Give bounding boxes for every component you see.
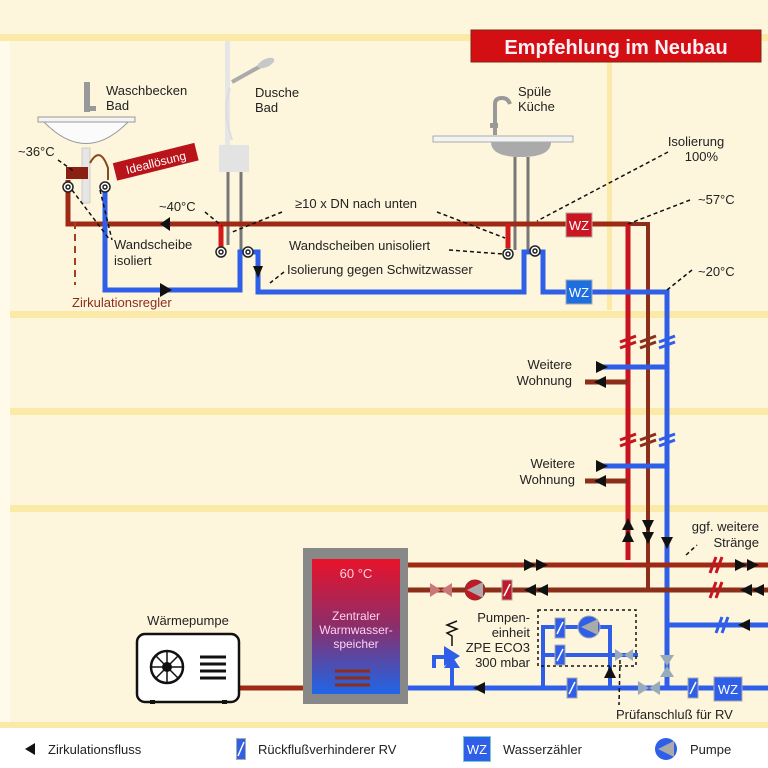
svg-text:~20°C: ~20°C — [698, 264, 735, 279]
svg-text:60 °C: 60 °C — [340, 566, 373, 581]
legend-item-water-meter: WZ Wasserzähler — [463, 736, 582, 762]
water-meter-icon: WZ — [463, 736, 491, 762]
legend: Zirkulationsfluss Rückflußverhinderer RV… — [0, 728, 768, 768]
svg-text:einheit: einheit — [492, 625, 531, 640]
svg-text:Zentraler: Zentraler — [332, 609, 380, 623]
svg-text:~40°C: ~40°C — [159, 199, 196, 214]
svg-text:Warmwasser-: Warmwasser- — [319, 623, 393, 637]
shutoff-valves-cold — [638, 655, 674, 695]
svg-text:WZ: WZ — [718, 682, 738, 697]
svg-text:Isolierung: Isolierung — [668, 134, 724, 149]
check-valve-main — [566, 677, 699, 699]
svg-text:Prüfanschluß für RV: Prüfanschluß für RV — [616, 707, 733, 722]
svg-text:Waschbecken: Waschbecken — [106, 83, 187, 98]
svg-text:~57°C: ~57°C — [698, 192, 735, 207]
svg-text:Wandscheiben unisoliert: Wandscheiben unisoliert — [289, 238, 431, 253]
leader-lines — [57, 151, 698, 706]
legend-label: Wasserzähler — [503, 741, 582, 757]
svg-text:Küche: Küche — [518, 99, 555, 114]
water-meter-cold: WZ — [565, 279, 593, 305]
legend-label: Rückflußverhinderer RV — [258, 741, 397, 757]
legend-label: Zirkulationsfluss — [48, 741, 142, 757]
pump-icon — [654, 737, 678, 761]
svg-text:Bad: Bad — [106, 98, 129, 113]
title-banner: Empfehlung im Neubau — [470, 29, 762, 63]
svg-text:Spüle: Spüle — [518, 84, 551, 99]
water-meter-hot: WZ — [565, 212, 593, 238]
shower-icon — [219, 57, 275, 250]
pipes — [65, 180, 768, 691]
kitchen-sink-icon — [432, 95, 574, 250]
legend-label: Pumpe — [690, 741, 732, 757]
heat-pump-icon — [135, 632, 241, 704]
svg-text:Isolierung gegen Schwitzwasser: Isolierung gegen Schwitzwasser — [287, 262, 473, 277]
check-valve-icon — [236, 738, 246, 760]
svg-text:100%: 100% — [685, 149, 719, 164]
legend-item-circulation: Zirkulationsfluss — [24, 738, 141, 760]
circulation-arrow-icon — [24, 742, 36, 756]
svg-text:300 mbar: 300 mbar — [475, 655, 531, 670]
svg-text:≥10 x DN nach unten: ≥10 x DN nach unten — [295, 196, 417, 211]
svg-text:speicher: speicher — [333, 637, 378, 651]
svg-text:Wohnung: Wohnung — [517, 373, 572, 388]
wall-discs — [62, 181, 541, 260]
svg-text:Weitere: Weitere — [530, 456, 575, 471]
washbasin-icon — [37, 82, 136, 204]
svg-text:Stränge: Stränge — [713, 535, 759, 550]
svg-text:WZ: WZ — [569, 218, 589, 233]
check-valve-circ — [501, 579, 513, 601]
safety-valve — [444, 620, 460, 668]
svg-text:isoliert: isoliert — [114, 253, 152, 268]
legend-item-pump: Pumpe — [654, 738, 731, 760]
svg-text:Dusche: Dusche — [255, 85, 299, 100]
storage-tank: 60 °C Zentraler Warmwasser- speicher — [303, 548, 408, 704]
svg-text:Wandscheibe: Wandscheibe — [114, 237, 192, 252]
svg-text:Wärmepumpe: Wärmepumpe — [147, 613, 229, 628]
pump-unit — [537, 609, 637, 667]
svg-text:Pumpen-: Pumpen- — [477, 610, 530, 625]
svg-text:Weitere: Weitere — [527, 357, 572, 372]
svg-text:ZPE ECO3: ZPE ECO3 — [466, 640, 530, 655]
ideal-solution-badge: Ideallösung — [112, 142, 199, 181]
svg-text:Wohnung: Wohnung — [520, 472, 575, 487]
svg-text:WZ: WZ — [569, 285, 589, 300]
circulation-pump — [464, 579, 486, 601]
title-text: Empfehlung im Neubau — [504, 37, 727, 59]
shutoff-valve-circ — [430, 583, 452, 597]
water-meter-main: WZ — [713, 676, 743, 702]
svg-text:~36°C: ~36°C — [18, 144, 55, 159]
svg-text:ggf. weitere: ggf. weitere — [692, 519, 759, 534]
svg-text:Bad: Bad — [255, 100, 278, 115]
flow-arrows — [160, 217, 764, 694]
pipe-break-marks — [619, 334, 730, 634]
legend-item-check-valve: Rückflußverhinderer RV — [236, 738, 396, 760]
svg-text:Zirkulationsregler: Zirkulationsregler — [72, 295, 172, 310]
